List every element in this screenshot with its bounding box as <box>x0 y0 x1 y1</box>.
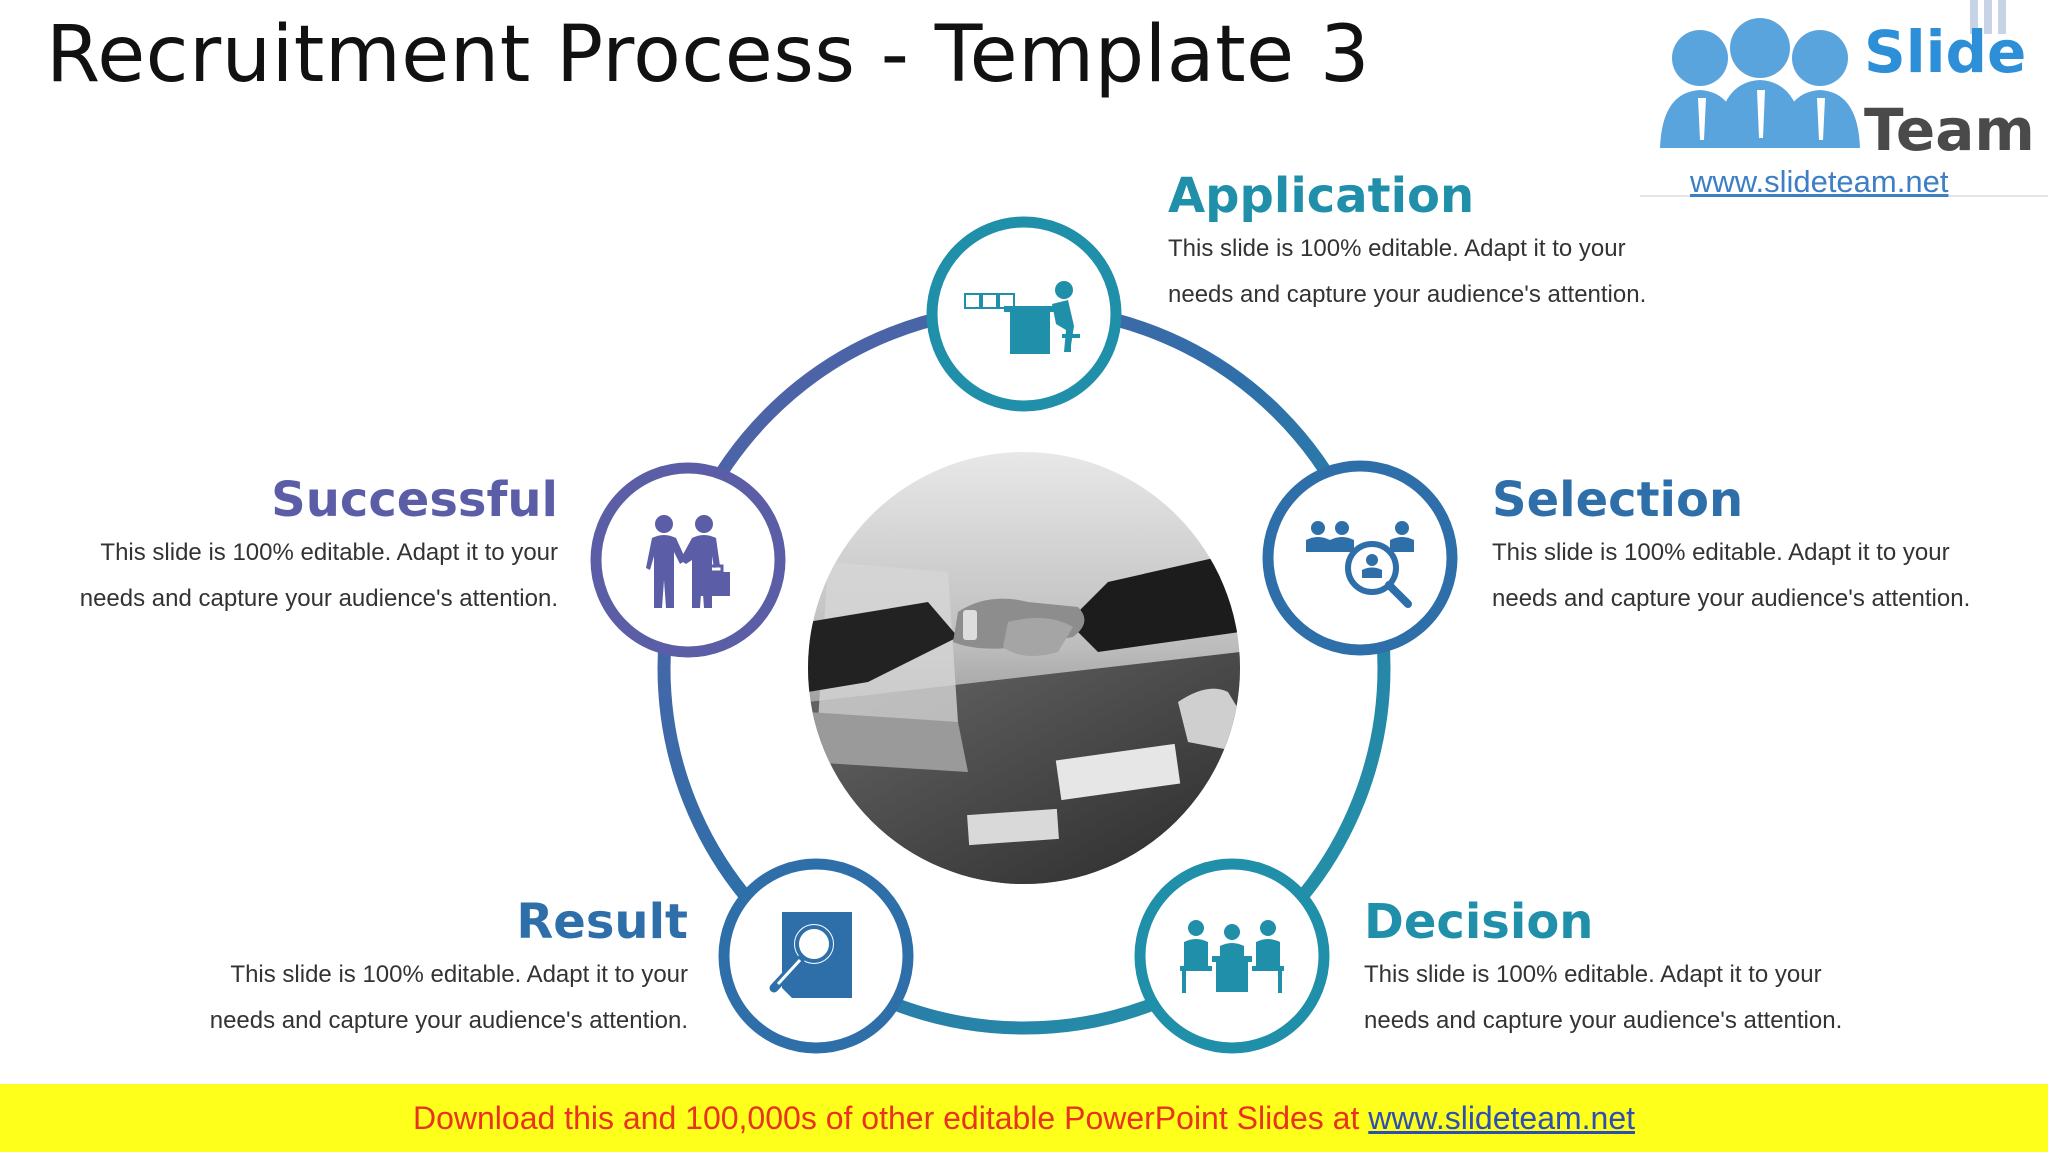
stage-desc-selection: This slide is 100% editable. Adapt it to… <box>1492 530 2032 622</box>
desc-line: needs and capture your audience's attent… <box>1492 585 1971 612</box>
slide-title: Recruitment Process - Template 3 <box>46 10 1371 100</box>
handshake-photo <box>808 452 1240 884</box>
desc-line: needs and capture your audience's attent… <box>1168 281 1647 308</box>
stage-desc-successful: This slide is 100% editable. Adapt it to… <box>18 530 558 622</box>
document-search-icon <box>769 912 852 998</box>
desc-line: This slide is 100% editable. Adapt it to… <box>1364 961 1822 988</box>
handshake-deal-icon <box>646 515 730 608</box>
stage-title-selection: Selection <box>1492 472 1744 528</box>
desc-line: needs and capture your audience's attent… <box>1364 1007 1843 1034</box>
logo-url-link[interactable]: www.slideteam.net <box>1690 164 1949 199</box>
banner-text: Download this and 100,000s of other edit… <box>0 1100 2048 1137</box>
logo-word-team: Team <box>1864 96 2035 164</box>
stage-title-application: Application <box>1168 168 1475 224</box>
node-application[interactable] <box>926 216 1122 412</box>
meeting-icon <box>1180 920 1284 993</box>
node-decision[interactable] <box>1134 858 1330 1054</box>
desc-line: This slide is 100% editable. Adapt it to… <box>1168 235 1626 262</box>
node-selection[interactable] <box>1262 460 1458 656</box>
desc-line: This slide is 100% editable. Adapt it to… <box>100 539 558 566</box>
logo-word-slide: Slide <box>1864 18 2027 86</box>
banner-link[interactable]: www.slideteam.net <box>1368 1100 1636 1136</box>
stage-desc-result: This slide is 100% editable. Adapt it to… <box>148 952 688 1044</box>
stage-title-result: Result <box>516 894 688 950</box>
banner-message: Download this and 100,000s of other edit… <box>412 1100 1369 1136</box>
desk-worker-icon <box>964 281 1080 354</box>
stage-title-decision: Decision <box>1364 894 1594 950</box>
node-successful[interactable] <box>590 462 786 658</box>
logo-people-icon <box>1640 0 2048 197</box>
desc-line: needs and capture your audience's attent… <box>79 585 558 612</box>
candidate-search-icon <box>1306 521 1414 608</box>
stage-desc-application: This slide is 100% editable. Adapt it to… <box>1168 226 1708 318</box>
stage-desc-decision: This slide is 100% editable. Adapt it to… <box>1364 952 1904 1044</box>
handshake-image <box>808 452 1240 884</box>
stage-title-successful: Successful <box>271 472 558 528</box>
desc-line: needs and capture your audience's attent… <box>209 1007 688 1034</box>
desc-line: This slide is 100% editable. Adapt it to… <box>230 961 688 988</box>
node-result[interactable] <box>718 858 914 1054</box>
desc-line: This slide is 100% editable. Adapt it to… <box>1492 539 1950 566</box>
slideteam-logo: Slide Team <box>1640 0 2048 200</box>
download-banner <box>0 1084 2048 1152</box>
